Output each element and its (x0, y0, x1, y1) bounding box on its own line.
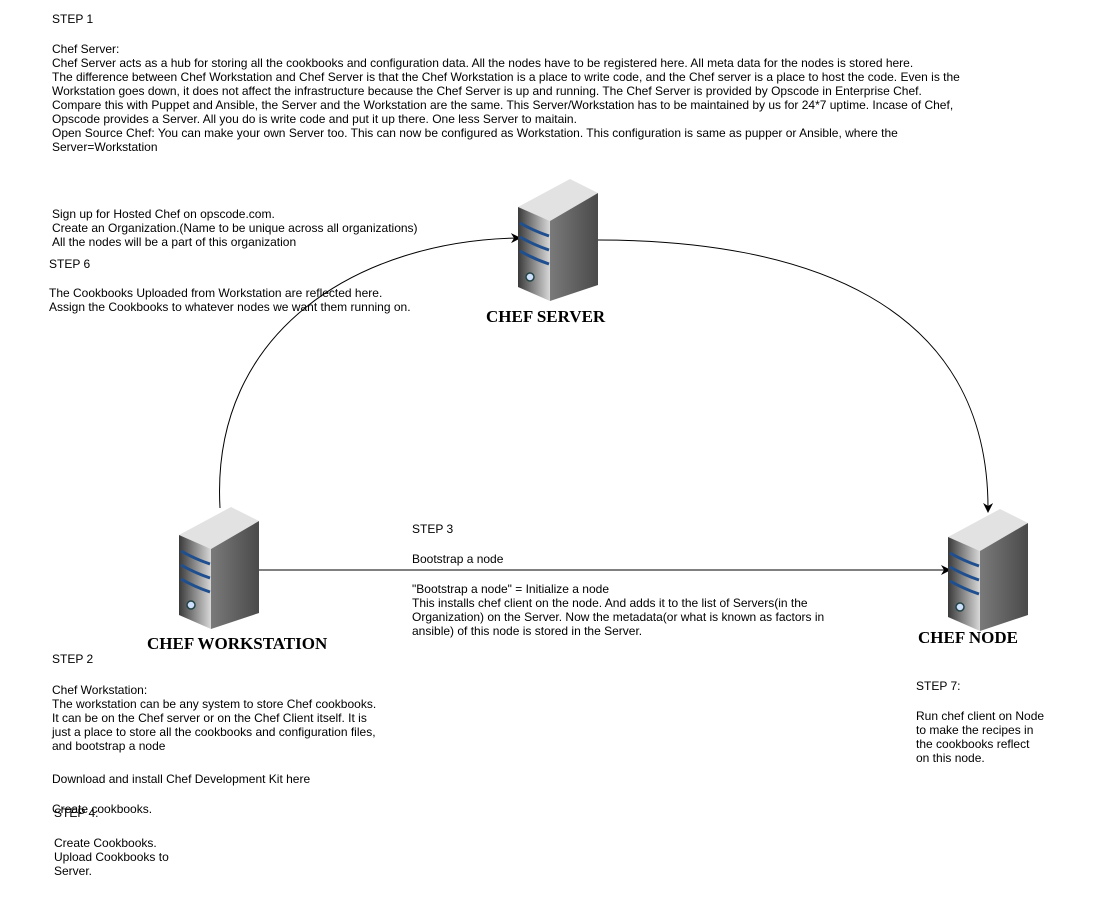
chef-workstation-label: CHEF WORKSTATION (147, 634, 328, 653)
step3-heading: STEP 3 (412, 522, 454, 536)
workstation-to-server-arrow (219, 233, 521, 509)
step7-body: Run chef client on Node to make the reci… (916, 709, 1045, 765)
step2-heading: STEP 2 (52, 652, 94, 666)
step2-body: Chef Workstation: The workstation can be… (52, 683, 377, 753)
chef-server-label: CHEF SERVER (486, 307, 606, 326)
chef-workstation-icon (179, 507, 259, 629)
step6-heading: STEP 6 (49, 257, 91, 271)
server-to-node-arrow (597, 239, 994, 513)
step6-body: The Cookbooks Uploaded from Workstation … (49, 286, 411, 314)
chef-node-icon (948, 509, 1028, 631)
step4-heading: STEP 4: (54, 806, 99, 820)
step7-heading: STEP 7: (916, 679, 961, 693)
chef-node-label: CHEF NODE (918, 628, 1018, 647)
signup-note: Sign up for Hosted Chef on opscode.com. … (52, 207, 418, 249)
step2-download-link[interactable]: Download and install Chef Development Ki… (52, 772, 311, 786)
step2-create-cookbooks: Create cookbooks. (52, 802, 153, 816)
step1-heading: STEP 1 (52, 12, 94, 26)
step3-body: "Bootstrap a node" = Initialize a node T… (412, 582, 825, 638)
chef-server-icon (518, 179, 598, 301)
step4-body: Create Cookbooks. Upload Cookbooks to Se… (54, 836, 169, 878)
step1-body: Chef Server: Chef Server acts as a hub f… (52, 42, 960, 154)
step3-subheading: Bootstrap a node (412, 552, 504, 566)
